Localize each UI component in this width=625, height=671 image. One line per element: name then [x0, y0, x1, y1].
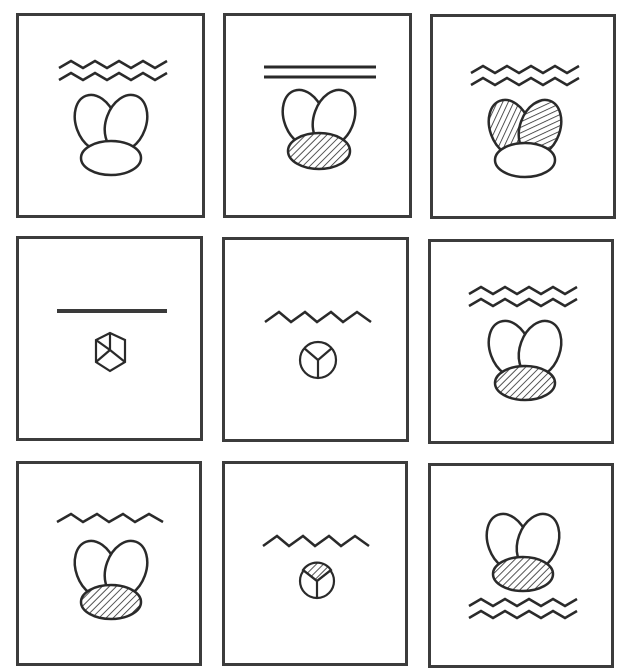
wavy-line: [469, 299, 577, 306]
figure-wavy-double-unshaded: [19, 16, 208, 221]
wavy-line: [469, 287, 577, 294]
figure-wavy-single-small-shaded: [225, 464, 411, 669]
figure-wavy-double-top-shaded: [433, 17, 619, 222]
wavy-line: [469, 611, 577, 618]
three-lobe-shape: [67, 89, 154, 175]
wavy-line: [59, 61, 167, 68]
wavy-line: [59, 73, 167, 80]
cell-r1c3[interactable]: [430, 14, 616, 219]
three-lobe-shape: [481, 94, 568, 177]
cell-r2c3[interactable]: [428, 239, 614, 444]
cell-r2c1[interactable]: [16, 236, 203, 441]
figure-wavy-single-bottom-shaded: [19, 464, 205, 669]
cell-r2c2[interactable]: [222, 237, 409, 442]
cell-r3c3[interactable]: [428, 463, 614, 668]
three-lobe-shape: [67, 535, 154, 619]
wavy-line: [471, 66, 579, 73]
wavy-line: [471, 78, 579, 85]
figure-straight-double-bottom-shaded: [226, 16, 415, 221]
cell-r3c1[interactable]: [16, 461, 202, 666]
wavy-line: [57, 514, 163, 522]
wavy-line: [265, 312, 371, 322]
figure-straight-single-small: [19, 239, 206, 444]
three-lobe-shape: [481, 315, 568, 400]
small-three-lobe-shape: [300, 342, 336, 378]
cell-r3c2[interactable]: [222, 461, 408, 666]
wavy-line: [469, 599, 577, 606]
figure-wavy-single-small: [225, 240, 412, 445]
cell-r1c2[interactable]: [223, 13, 412, 218]
wavy-line: [263, 536, 369, 546]
figure-wavy-double-below: [431, 466, 617, 671]
three-lobe-shape: [275, 84, 362, 169]
figure-wavy-double-bottom-shaded: [431, 242, 617, 447]
small-three-lobe-shape: [300, 563, 334, 598]
small-three-lobe-shape: [96, 333, 125, 371]
cell-r1c1[interactable]: [16, 13, 205, 218]
three-lobe-shape: [479, 508, 566, 591]
